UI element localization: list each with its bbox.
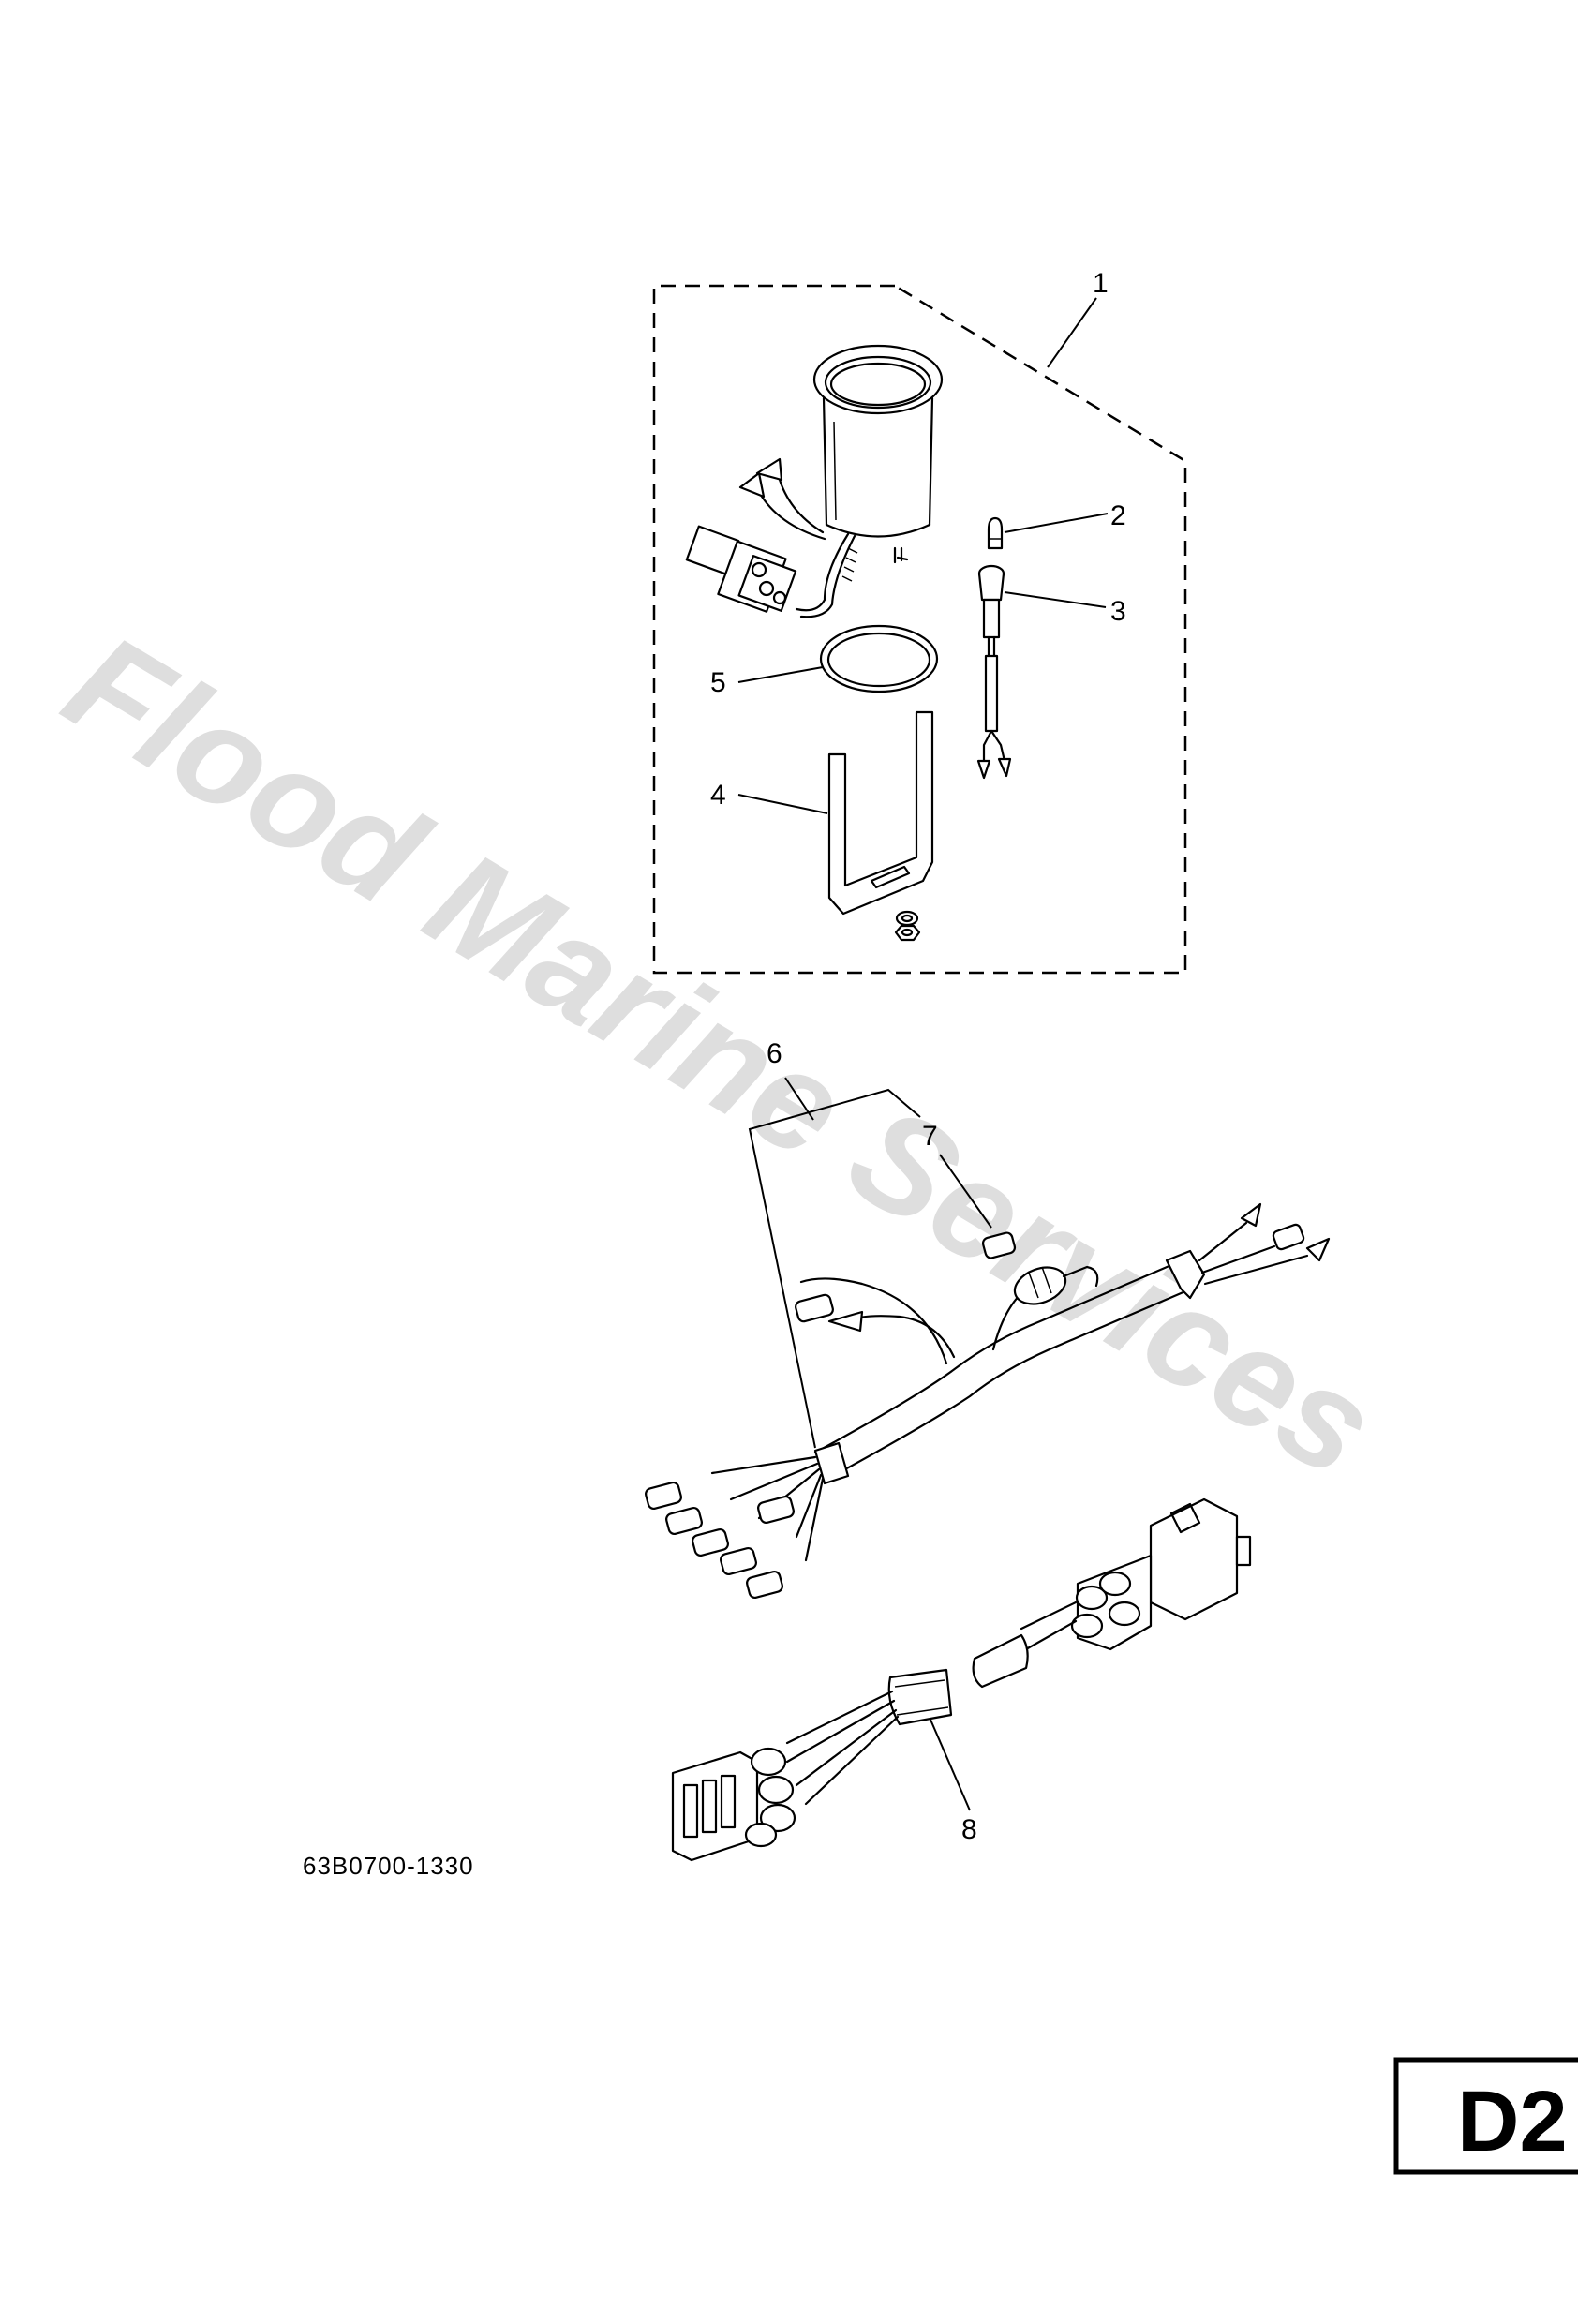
callout-6: 6 (767, 1038, 782, 1069)
page-code: D2 (1457, 2074, 1568, 2169)
callout-3: 3 (1110, 596, 1126, 627)
callout-2: 2 (1110, 500, 1126, 531)
callout-4: 4 (710, 780, 726, 811)
callout-7: 7 (922, 1121, 938, 1152)
adapter-harness: 8 (671, 1497, 1252, 1862)
watermark-text: Flood Marine Services (41, 603, 1401, 1506)
leader-7 (939, 1154, 992, 1229)
leader-2 (1004, 513, 1109, 533)
watermark: Flood Marine Services (41, 603, 1401, 1506)
cap-part (981, 1231, 1017, 1259)
figure-code: 63B0700-1330 (303, 1852, 474, 1880)
kit-group: 1 2 3 5 4 (652, 268, 1187, 975)
bulb-part (987, 516, 1004, 550)
leader-5 (737, 666, 824, 683)
leader-1 (1047, 297, 1097, 368)
wiring-harness: 6 7 (645, 1038, 1331, 1600)
ring-part (819, 624, 939, 693)
callout-5: 5 (710, 667, 726, 698)
leader-6 (748, 1088, 921, 1449)
leader-3 (1004, 591, 1107, 608)
socket-part (976, 564, 1012, 780)
leader-8 (930, 1719, 971, 1811)
page-code-box: D2 (1393, 2057, 1578, 2175)
gauge-body (812, 344, 944, 564)
callout-8: 8 (961, 1814, 977, 1845)
callout-1: 1 (1093, 268, 1109, 299)
bracket-part (827, 710, 934, 942)
gauge-connector (685, 457, 858, 618)
kit-dashed-boundary (652, 284, 1187, 975)
leader-4 (737, 794, 828, 814)
